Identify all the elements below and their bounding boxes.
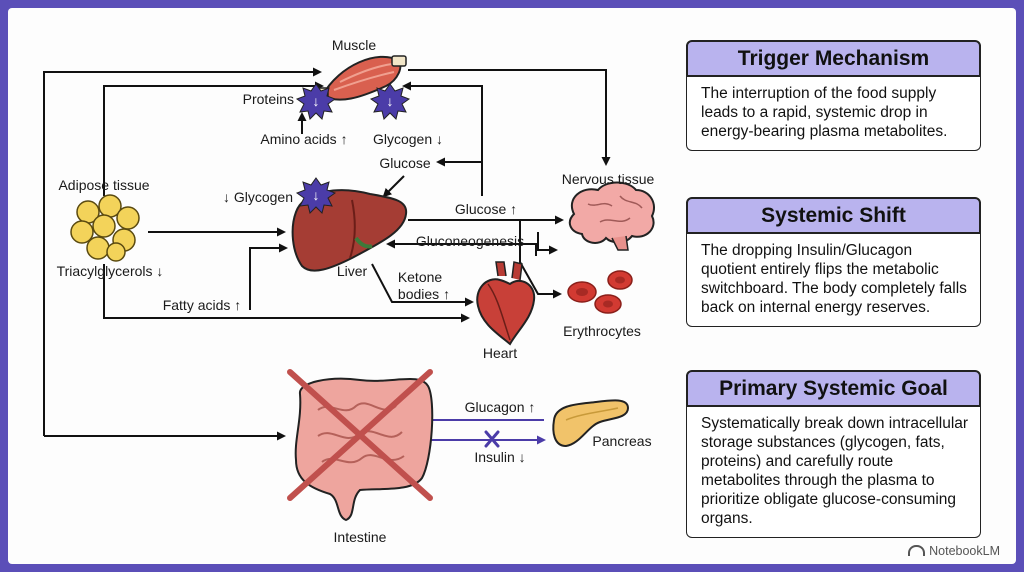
- insulin-label: Insulin ↓: [474, 449, 525, 465]
- pancreas-label: Pancreas: [592, 433, 651, 449]
- erythrocytes-icon: [567, 270, 633, 314]
- depletion-burst-liver-glycogen: ↓: [295, 177, 337, 214]
- card-title: Trigger Mechanism: [686, 40, 981, 77]
- pancreas-icon: [552, 399, 630, 448]
- heart-label: Heart: [483, 345, 517, 361]
- glucagon-label: Glucagon ↑: [465, 399, 536, 415]
- notebooklm-branding: NotebookLM: [908, 544, 1000, 558]
- triacylglycerols-label: Triacylglycerols ↓: [57, 263, 164, 279]
- depletion-burst-muscle-glycogen: ↓: [369, 83, 411, 120]
- fatty-acids-label: Fatty acids ↑: [163, 297, 242, 313]
- notebooklm-logo-icon: [908, 545, 926, 556]
- svg-text:↓: ↓: [313, 93, 320, 109]
- card-title: Primary Systemic Goal: [686, 370, 981, 407]
- card-systemic-shift: Systemic Shift The dropping Insulin/Gluc…: [686, 197, 981, 327]
- heart-icon: [476, 261, 536, 346]
- amino-acids-label: Amino acids ↑: [260, 131, 347, 147]
- insulin-blocked-icon: [484, 430, 500, 448]
- brain-icon: [568, 181, 655, 251]
- card-trigger-mechanism: Trigger Mechanism The interruption of th…: [686, 40, 981, 151]
- flow-arrows: [43, 67, 611, 445]
- gluconeogenesis-label: Gluconeogenesis: [416, 233, 524, 249]
- ketone-label-line2: bodies ↑: [398, 286, 450, 302]
- nervous-tissue-label: Nervous tissue: [562, 171, 655, 187]
- liver-glycogen-label: ↓ Glycogen: [223, 189, 293, 205]
- card-body: The dropping Insulin/Glucagon quotient e…: [686, 234, 981, 327]
- blocked-cross-icon: [287, 369, 433, 501]
- card-body: Systematically break down intracellular …: [686, 407, 981, 538]
- adipose-label: Adipose tissue: [58, 177, 149, 193]
- erythrocytes-label: Erythrocytes: [563, 323, 641, 339]
- intestine-icon: [287, 369, 434, 522]
- glucose-right-label: Glucose ↑: [455, 201, 517, 217]
- muscle-glycogen-label: Glycogen ↓: [373, 131, 443, 147]
- adipose-cells-icon: [70, 194, 140, 262]
- glucose-top-label: Glucose: [379, 155, 431, 171]
- depletion-burst-proteins: ↓: [295, 83, 337, 120]
- brand-label: NotebookLM: [929, 544, 1000, 558]
- muscle-label: Muscle: [332, 37, 377, 53]
- proteins-label: Proteins: [243, 91, 294, 107]
- intestine-label: Intestine: [334, 529, 387, 545]
- svg-text:↓: ↓: [313, 187, 320, 203]
- card-primary-systemic-goal: Primary Systemic Goal Systematically bre…: [686, 370, 981, 538]
- liver-label: Liver: [337, 263, 368, 279]
- card-body: The interruption of the food supply lead…: [686, 77, 981, 151]
- svg-text:↓: ↓: [387, 93, 394, 109]
- ketone-label-line1: Ketone: [398, 269, 443, 285]
- card-title: Systemic Shift: [686, 197, 981, 234]
